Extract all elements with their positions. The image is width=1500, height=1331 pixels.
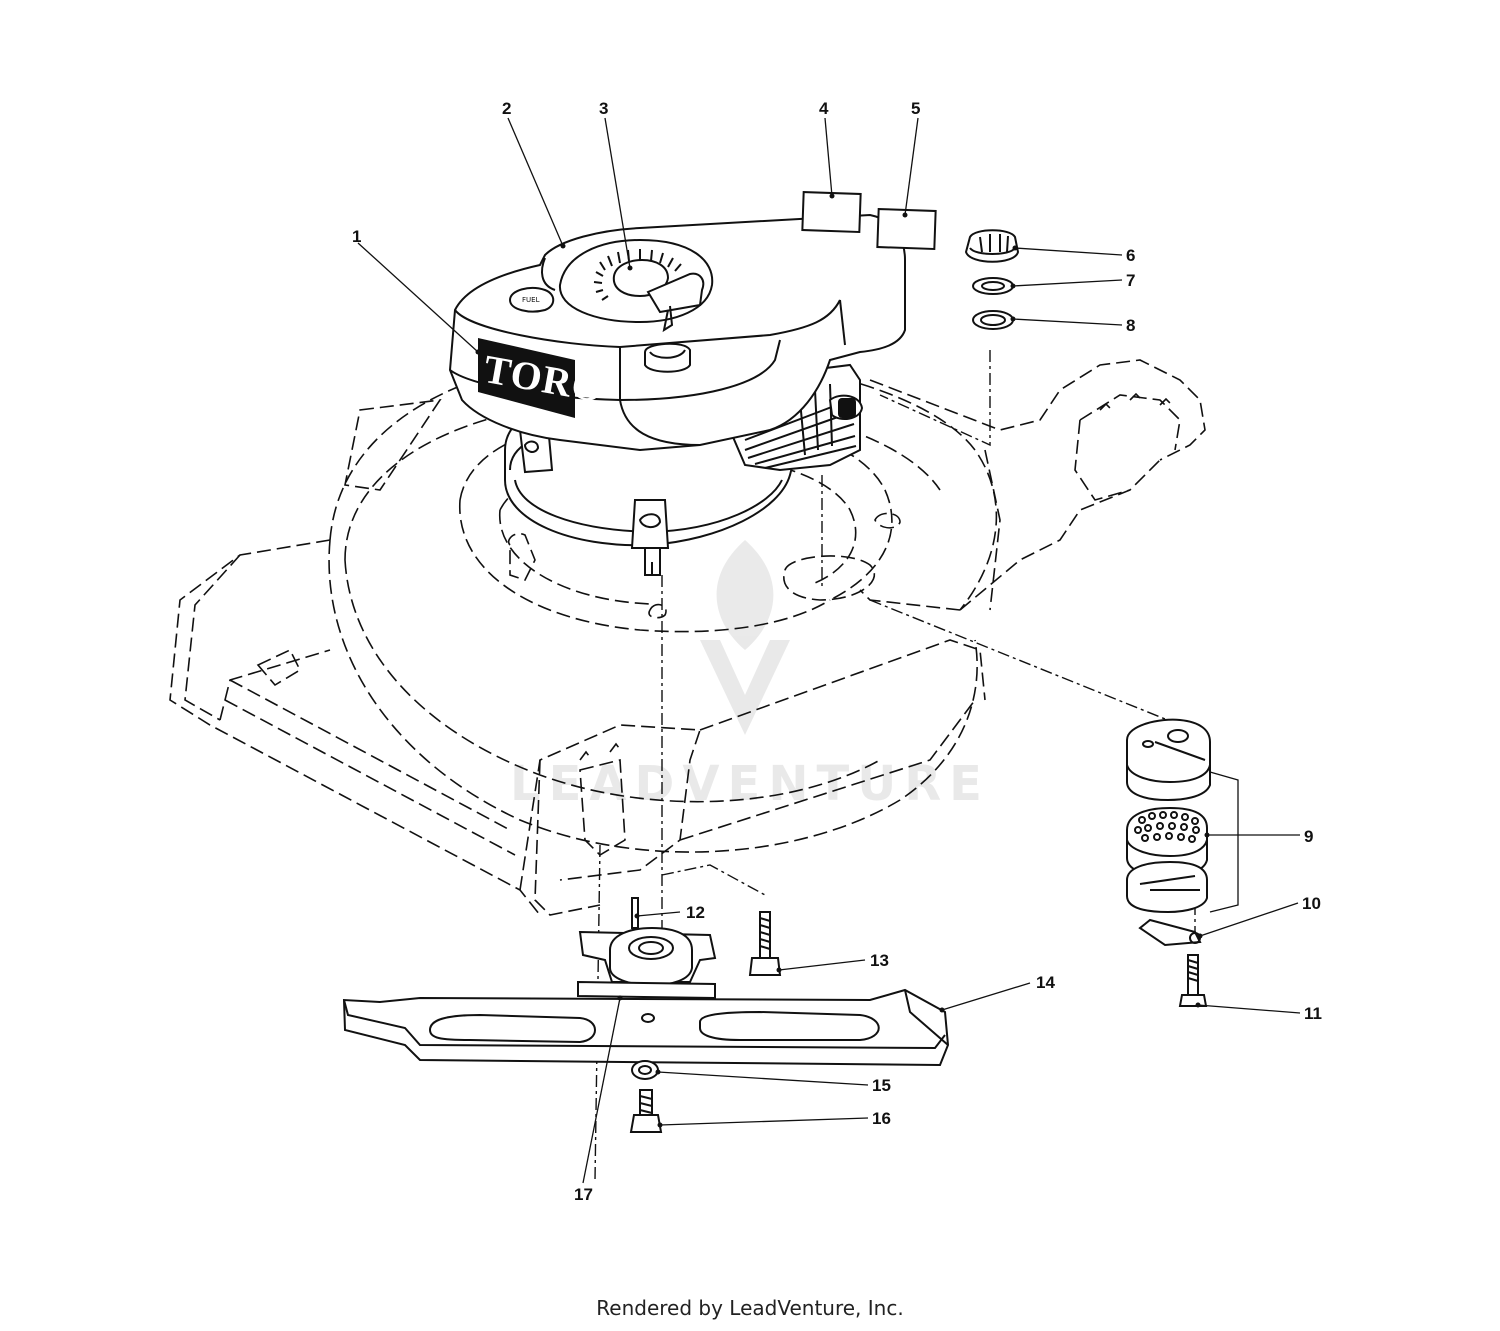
callout-3: 3 (599, 99, 608, 118)
leader-lines (357, 117, 1301, 1184)
part-10 (1138, 918, 1202, 947)
callout-10: 10 (1302, 894, 1321, 913)
footer-credit: Rendered by LeadVenture, Inc. (596, 1296, 904, 1320)
callout-9: 9 (1304, 827, 1313, 846)
part-12 (631, 897, 639, 929)
callout-16: 16 (872, 1109, 891, 1128)
part-8 (972, 310, 1014, 330)
decal-5 (876, 208, 937, 251)
callout-7: 7 (1126, 271, 1135, 290)
starter-vents (593, 249, 682, 301)
callout-6: 6 (1126, 246, 1135, 265)
watermark-flame-icon (716, 540, 774, 650)
decals (801, 191, 937, 251)
callout-14: 14 (1036, 973, 1055, 992)
part-15 (631, 1060, 659, 1080)
callout-5: 5 (911, 99, 920, 118)
callout-12: 12 (686, 903, 705, 922)
blade-assembly (342, 897, 950, 1133)
callout-15: 15 (872, 1076, 891, 1095)
callout-11: 11 (1304, 1004, 1322, 1023)
callout-labels: 1 2 3 4 5 6 7 8 9 10 11 12 13 14 15 16 1… (352, 99, 1322, 1204)
part-14 (342, 988, 950, 1067)
part-7 (972, 277, 1014, 295)
engine: FUEL TORO (448, 213, 906, 576)
toro-logo-plate (478, 338, 575, 418)
callout-13: 13 (870, 951, 889, 970)
callout-17: 17 (574, 1185, 593, 1204)
muffler-assembly (1126, 718, 1239, 1007)
part-6 (964, 229, 1020, 263)
fuel-cap-text: FUEL (522, 296, 540, 304)
watermark-text: LEADVENTURE (510, 756, 990, 812)
callout-1: 1 (352, 227, 361, 246)
spark-plug-parts (964, 229, 1020, 330)
callout-8: 8 (1126, 316, 1135, 335)
callout-4: 4 (819, 99, 829, 118)
callout-2: 2 (502, 99, 511, 118)
muffler-screen-holes (1134, 811, 1200, 843)
watermark: LEADVENTURE (510, 540, 990, 812)
watermark-v-icon (700, 640, 790, 735)
